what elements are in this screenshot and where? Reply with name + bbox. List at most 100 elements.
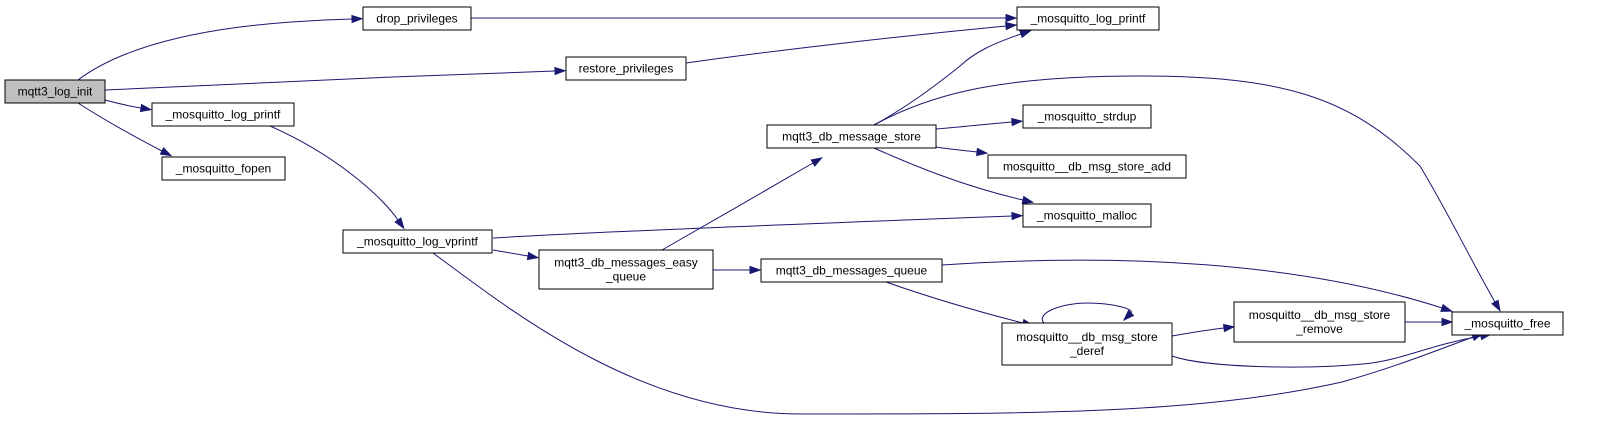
edge-msg_store-to-malloc	[873, 147, 1035, 204]
node-label: _queue	[605, 270, 646, 284]
edge-line	[492, 249, 529, 257]
edge-easy_queue-to-msgs_queue	[713, 265, 762, 275]
node-box[interactable]	[362, 6, 472, 31]
edge-drop_priv-to-log_printf_top	[471, 13, 1018, 23]
node-label: mqtt3_db_messages_easy	[554, 256, 697, 270]
arrowhead-icon	[1491, 299, 1501, 312]
arrowhead-icon	[1005, 13, 1018, 23]
function-node-log-vprintf[interactable]: _mosquitto_log_vprintf	[342, 229, 493, 254]
edge-msg_store-to-store_add	[935, 146, 989, 157]
function-node-store-remove[interactable]: mosquitto__db_msg_store_remove	[1233, 301, 1406, 343]
node-label: _remove	[1295, 322, 1343, 336]
edge-msg_store-to-log_printf_top	[873, 30, 1032, 126]
node-box[interactable]	[161, 156, 286, 181]
edge-line	[77, 18, 353, 81]
node-label: restore_privileges	[579, 62, 674, 76]
node-box[interactable]	[766, 124, 937, 149]
arrowhead-icon	[976, 147, 989, 157]
edge-line	[935, 146, 978, 153]
edge-line	[1171, 335, 1482, 368]
node-box[interactable]	[1016, 6, 1160, 31]
arrowhead-icon	[749, 265, 762, 275]
node-box[interactable]	[987, 154, 1187, 179]
node-box[interactable]	[1451, 311, 1564, 336]
function-node-log-printf-top[interactable]: _mosquitto_log_printf	[1016, 6, 1160, 31]
arrowhead-icon	[1011, 117, 1024, 127]
function-node-fopen[interactable]: _mosquitto_fopen	[161, 156, 286, 181]
node-box[interactable]	[1022, 203, 1152, 228]
function-node-restore-priv[interactable]: restore_privileges	[565, 56, 687, 81]
edge-line	[873, 33, 1022, 126]
function-node-strdup[interactable]: _mosquitto_strdup	[1022, 104, 1152, 129]
node-label: _mosquitto_strdup	[1037, 110, 1137, 124]
nodes-layer: mqtt3_log_init drop_privileges restore_pri…	[4, 6, 1564, 366]
edge-line	[935, 121, 1013, 130]
node-label: mqtt3_db_messages_queue	[776, 264, 928, 278]
edge-line	[1171, 327, 1225, 337]
function-node-log-printf-left[interactable]: _mosquitto_log_printf	[151, 102, 295, 127]
node-label: _mosquitto_malloc	[1036, 209, 1137, 223]
arrowhead-icon	[394, 217, 405, 230]
node-box[interactable]	[4, 79, 106, 104]
function-node-msg-store[interactable]: mqtt3_db_message_store	[766, 124, 937, 149]
edge-line	[685, 25, 1007, 64]
arrowhead-icon	[810, 157, 823, 167]
arrowhead-icon	[351, 14, 364, 24]
node-label: mosquitto__db_msg_store	[1016, 330, 1158, 344]
arrowhead-icon	[1021, 195, 1035, 204]
function-node-malloc[interactable]: _mosquitto_malloc	[1022, 203, 1152, 228]
edge-line	[941, 259, 1443, 309]
edge-line	[432, 252, 1474, 415]
edge-log_printf_left-to-log_vprintf	[269, 125, 405, 230]
function-node-log-init[interactable]: mqtt3_log_init	[4, 79, 106, 104]
node-box[interactable]	[760, 258, 943, 283]
node-box[interactable]	[151, 102, 295, 127]
node-label: mosquitto__db_msg_store_add	[1003, 160, 1171, 174]
edge-line	[104, 70, 556, 91]
node-label: _mosquitto_log_printf	[1030, 12, 1146, 26]
node-label: _deref	[1069, 344, 1105, 358]
node-box[interactable]	[1233, 301, 1406, 343]
edge-log_init-to-drop_priv	[77, 14, 364, 81]
edge-log_vprintf-to-easy_queue	[492, 249, 540, 261]
function-node-drop-priv[interactable]: drop_privileges	[362, 6, 472, 31]
node-box[interactable]	[565, 56, 687, 81]
edge-line	[661, 162, 814, 251]
function-node-free[interactable]: _mosquitto_free	[1451, 311, 1564, 336]
edge-line	[885, 281, 1024, 324]
arrowhead-icon	[554, 66, 567, 76]
node-box[interactable]	[1001, 322, 1173, 366]
node-label: mqtt3_db_message_store	[782, 130, 921, 144]
edge-line	[104, 99, 142, 109]
edge-msgs_queue-to-store_deref	[885, 281, 1035, 327]
edge-store_deref-to-store_remove	[1171, 323, 1236, 337]
function-node-easy-queue[interactable]: mqtt3_db_messages_easy_queue	[538, 249, 714, 290]
arrowhead-icon	[1441, 317, 1454, 327]
edge-msg_store-to-strdup	[935, 117, 1024, 130]
node-label: mqtt3_log_init	[18, 85, 93, 99]
arrowhead-icon	[1122, 309, 1135, 322]
edge-msgs_queue-to-free	[941, 259, 1453, 312]
edge-store_deref-to-store_deref	[1041, 302, 1135, 324]
edge-log_init-to-fopen	[77, 102, 173, 157]
edge-line	[492, 215, 1013, 239]
edge-log_init-to-log_printf_left	[104, 99, 153, 113]
arrowhead-icon	[1005, 21, 1018, 31]
arrowhead-icon	[139, 103, 153, 113]
function-node-store-deref[interactable]: mosquitto__db_msg_store_deref	[1001, 322, 1173, 366]
arrowhead-icon	[1019, 30, 1032, 39]
edge-msg_store-to-free	[873, 75, 1501, 312]
edge-log_vprintf-to-malloc	[492, 211, 1024, 239]
arrowhead-icon	[159, 147, 173, 157]
node-box[interactable]	[538, 249, 714, 290]
edge-easy_queue-to-msg_store	[661, 157, 823, 251]
node-box[interactable]	[1022, 104, 1152, 129]
function-node-store-add[interactable]: mosquitto__db_msg_store_add	[987, 154, 1187, 179]
node-label: _mosquitto_log_vprintf	[356, 235, 478, 249]
arrowhead-icon	[1011, 211, 1024, 221]
node-box[interactable]	[342, 229, 493, 254]
edge-line	[1041, 302, 1132, 324]
function-node-msgs-queue[interactable]: mqtt3_db_messages_queue	[760, 258, 943, 283]
edge-line	[873, 75, 1496, 303]
